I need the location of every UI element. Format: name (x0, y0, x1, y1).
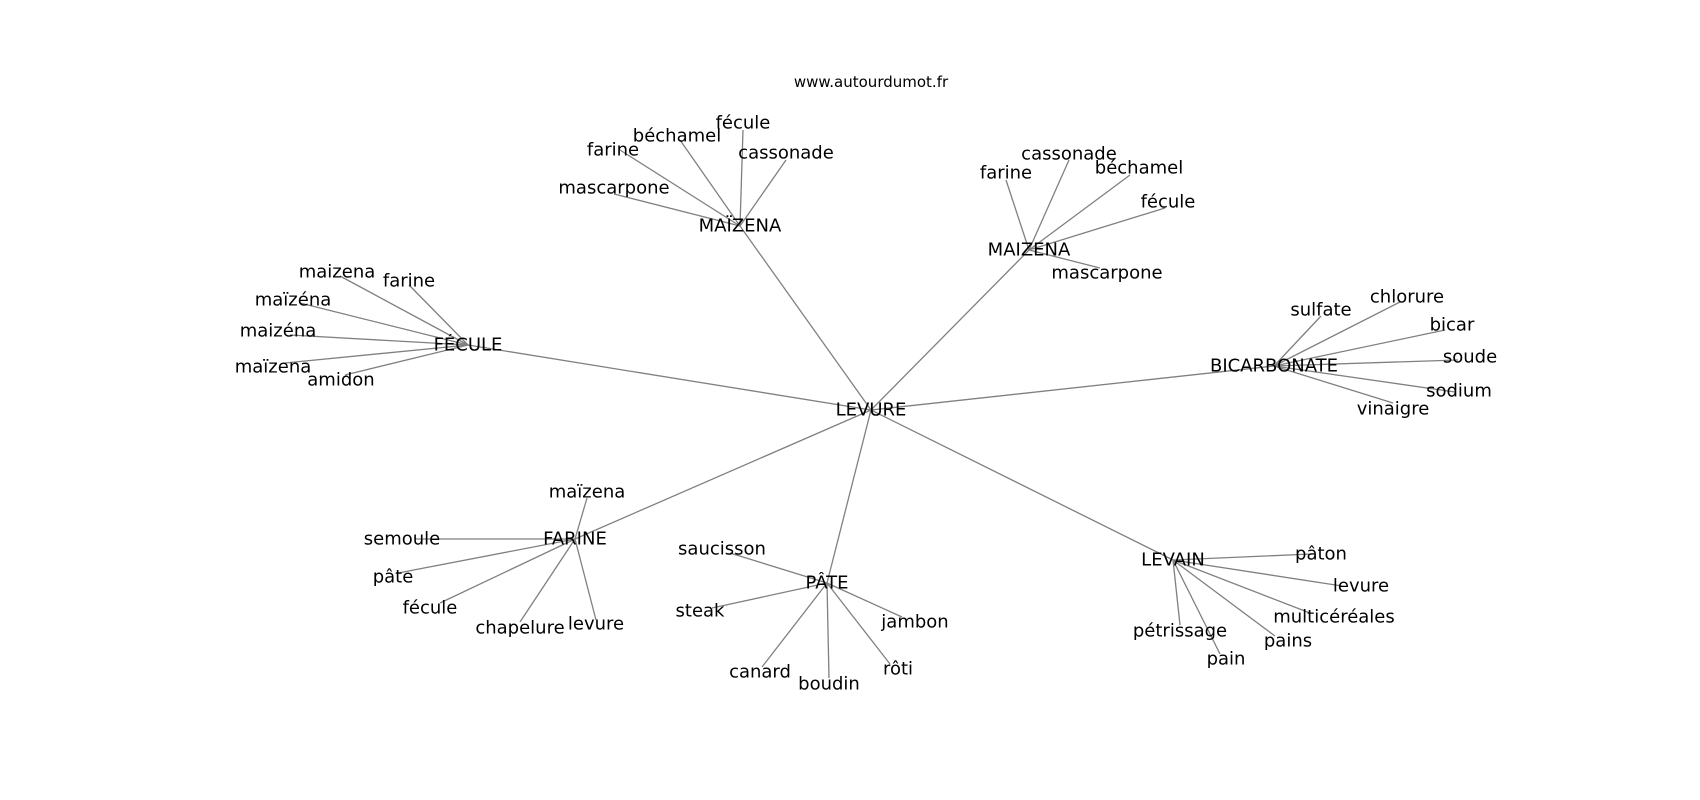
leaf-node-label: canard (729, 662, 791, 683)
graph-edges (284, 129, 1459, 679)
leaf-node-label: cassonade (738, 143, 834, 164)
edge-branch-to-leaf (1028, 174, 1131, 251)
leaf-node-label: levure (1333, 576, 1389, 597)
branch-node-label: FARINE (543, 529, 607, 550)
edge-branch-to-leaf (761, 582, 828, 668)
leaf-node-label: chlorure (1370, 287, 1444, 308)
edge-branch-to-leaf (299, 302, 469, 346)
edge-branch-to-leaf (1273, 359, 1459, 367)
edge-branch-to-leaf (1172, 559, 1221, 655)
edge-branch-to-leaf (1005, 179, 1030, 251)
leaf-node-label: sulfate (1290, 300, 1351, 321)
edge-branch-to-leaf (826, 582, 903, 618)
leaf-node-label: fécule (403, 598, 458, 619)
leaf-node-label: multicéréales (1273, 607, 1395, 628)
edge-root-to-branch (739, 225, 872, 411)
leaf-node-label: farine (383, 271, 435, 292)
edge-root-to-branch (826, 409, 872, 584)
edge-branch-to-leaf (1273, 365, 1456, 393)
leaf-node-label: béchamel (633, 126, 721, 147)
graph-labels: www.autourdumot.fr LEVURE MAÏZENAféculeb… (235, 73, 1497, 695)
leaf-node-label: farine (980, 163, 1032, 184)
edge-root-to-branch (870, 409, 1174, 561)
leaf-node-label: levure (568, 614, 624, 635)
branch-node-label: MAÏZENA (699, 216, 782, 237)
edge-branch-to-leaf (619, 149, 741, 227)
edge-branch-to-leaf (1273, 315, 1322, 367)
leaf-node-label: vinaigre (1357, 399, 1430, 420)
leaf-node-label: fécule (1141, 192, 1196, 213)
edge-branch-to-leaf (574, 538, 597, 621)
edge-branch-to-leaf (1273, 365, 1394, 404)
leaf-node-label: mascarpone (1051, 263, 1162, 284)
edge-branch-to-leaf (397, 538, 576, 574)
leaf-node-label: chapelure (475, 618, 564, 639)
leaf-node-label: farine (587, 140, 639, 161)
leaf-node-label: amidon (307, 370, 374, 391)
branch-node-label: PÂTE (806, 572, 849, 594)
edge-branch-to-leaf (739, 129, 744, 227)
leaf-node-label: maizena (299, 262, 376, 283)
edge-branch-to-leaf (439, 538, 576, 604)
leaf-node-label: sodium (1426, 381, 1492, 402)
leaf-node-label: soude (1443, 347, 1497, 368)
branch-node-label: FÉCULE (434, 334, 503, 356)
leaf-node-label: jambon (880, 612, 948, 633)
edge-branch-to-leaf (519, 538, 576, 623)
edge-branch-to-leaf (1172, 553, 1313, 561)
leaf-node-label: fécule (716, 113, 771, 134)
root-node-label: LEVURE (836, 400, 907, 421)
leaf-node-label: semoule (364, 529, 440, 550)
leaf-node-label: maïzéna (255, 290, 332, 311)
edge-root-to-branch (467, 344, 872, 411)
leaf-node-label: béchamel (1095, 158, 1183, 179)
edge-branch-to-leaf (1028, 159, 1070, 251)
edge-branch-to-leaf (679, 139, 741, 227)
edge-branch-to-leaf (339, 275, 469, 346)
edge-branch-to-leaf (711, 582, 828, 609)
leaf-node-label: cassonade (1021, 144, 1117, 165)
edge-branch-to-leaf (289, 334, 469, 346)
edge-branch-to-leaf (1172, 559, 1181, 626)
edge-branch-to-leaf (826, 582, 891, 665)
site-watermark: www.autourdumot.fr (794, 73, 949, 91)
edge-branch-to-leaf (1273, 329, 1446, 367)
edge-branch-to-leaf (1172, 559, 1276, 637)
leaf-node-label: bicar (1430, 315, 1475, 336)
edge-branch-to-leaf (284, 344, 469, 364)
edge-branch-to-leaf (1172, 559, 1311, 614)
edge-branch-to-leaf (1028, 207, 1166, 251)
leaf-node-label: maizéna (240, 321, 317, 342)
edge-branch-to-leaf (826, 582, 830, 679)
edge-branch-to-leaf (344, 344, 469, 376)
edge-branch-to-leaf (613, 193, 741, 227)
edge-branch-to-leaf (408, 284, 469, 346)
edge-branch-to-leaf (1028, 249, 1101, 269)
edge-branch-to-leaf (574, 497, 588, 540)
edge-branch-to-leaf (729, 552, 828, 584)
edge-branch-to-leaf (1172, 559, 1343, 587)
leaf-node-label: maïzena (549, 482, 626, 503)
leaf-node-label: pétrissage (1133, 621, 1227, 642)
leaf-node-label: mascarpone (558, 178, 669, 199)
leaf-node-label: saucisson (678, 539, 766, 560)
leaf-node-label: pain (1207, 649, 1246, 670)
leaf-node-label: pains (1264, 631, 1312, 652)
edge-branch-to-leaf (739, 159, 787, 227)
leaf-node-label: rôti (883, 659, 913, 680)
leaf-node-label: pâton (1295, 544, 1347, 565)
branch-node-label: BICARBONATE (1210, 356, 1338, 377)
edge-root-to-branch (574, 409, 872, 540)
leaf-node-label: pâte (373, 567, 414, 588)
edge-root-to-branch (870, 249, 1030, 411)
leaf-node-label: maïzena (235, 357, 312, 378)
leaf-node-label: steak (676, 601, 726, 622)
branch-node-label: MAIZENA (988, 240, 1071, 261)
branch-node-label: LEVAIN (1141, 550, 1205, 571)
leaf-node-label: boudin (798, 674, 860, 695)
edge-branch-to-leaf (1273, 301, 1401, 367)
edge-root-to-branch (870, 365, 1275, 411)
